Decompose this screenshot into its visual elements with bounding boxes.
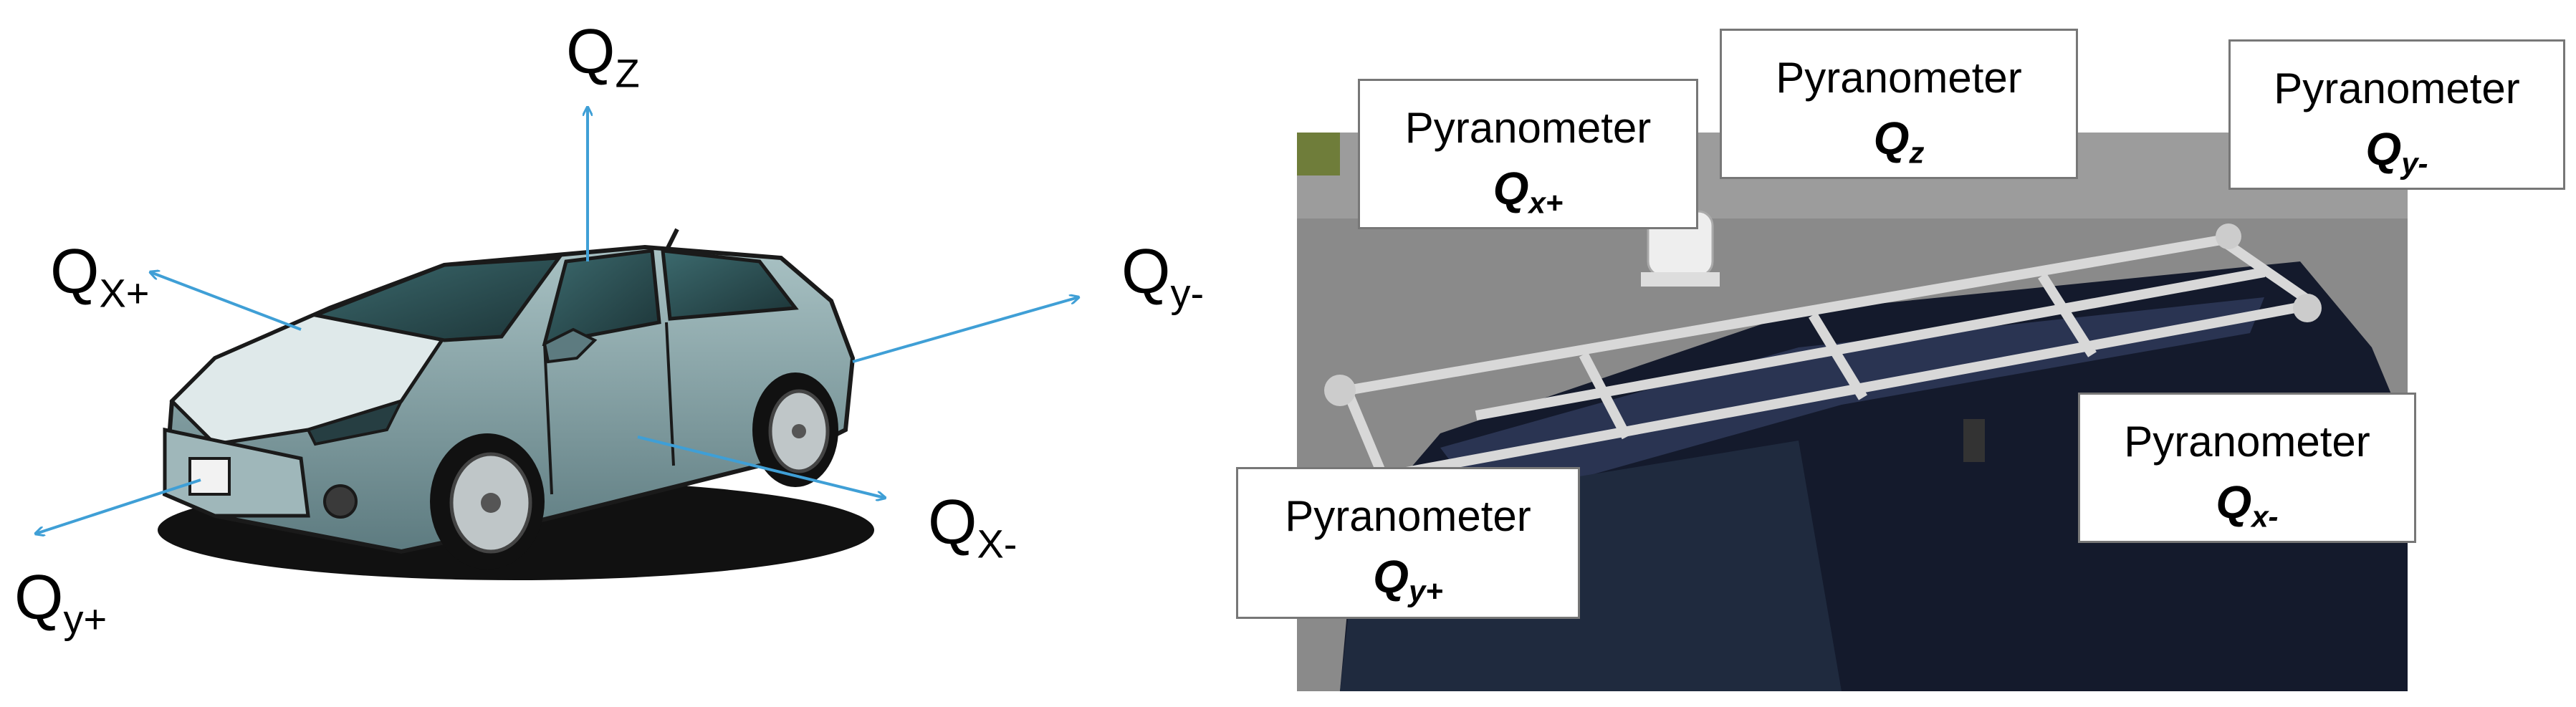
car-windshield [309,256,563,342]
label-box-qyplus: Pyranometer Qy+ [1236,467,1580,619]
label-box-qxminus: Pyranometer Qx- [2078,393,2416,543]
roof-rack [1342,235,2317,481]
car-hood [169,306,448,446]
car-fog-light [323,484,358,519]
label-symbol: Qy- [2365,123,2428,181]
label-qz: QZ [566,16,640,96]
car-rear-wheel [752,372,838,487]
car-mirror [542,327,598,364]
car-antenna [664,228,679,252]
vehicle-photo [1297,133,2408,691]
label-symbol: Qx- [2216,476,2279,534]
pyranometer-yminus-device [2216,223,2241,249]
car-front-wheel [430,433,545,569]
label-qxminus: QX- [928,486,1018,567]
arrow-qxplus [150,272,302,331]
label-symbol: Qz [1873,112,1925,170]
label-title: Pyranometer [1776,54,2022,102]
label-title: Pyranometer [2124,418,2370,466]
label-qyminus: Qy- [1121,236,1205,316]
label-qxplus: QX+ [50,236,150,316]
label-title: Pyranometer [2274,64,2520,112]
label-qyplus: Qy+ [14,562,107,642]
pyranometer-yplus-device [1963,419,1985,462]
arrow-qyplus [36,478,201,534]
label-symbol: Qx+ [1493,163,1564,220]
arrow-qyminus [852,297,1078,363]
car-license-plate [188,457,231,496]
car-side-window-rear [661,249,799,321]
label-symbol: Qy+ [1373,551,1443,608]
label-title: Pyranometer [1404,104,1652,152]
label-box-qxplus: Pyranometer Qx+ [1358,79,1698,229]
pyranometer-xminus-device [2293,294,2322,322]
car-headlight [306,398,404,446]
car-side-window-front [542,249,661,347]
arrow-qxminus [637,436,885,498]
label-box-qz: Pyranometer Qz [1720,29,2078,179]
car-diagram [0,0,1182,580]
label-box-qyminus: Pyranometer Qy- [2228,39,2565,190]
car-door-lines [543,322,675,495]
label-title: Pyranometer [1285,492,1531,540]
pyranometer-xplus-device [1324,375,1356,406]
